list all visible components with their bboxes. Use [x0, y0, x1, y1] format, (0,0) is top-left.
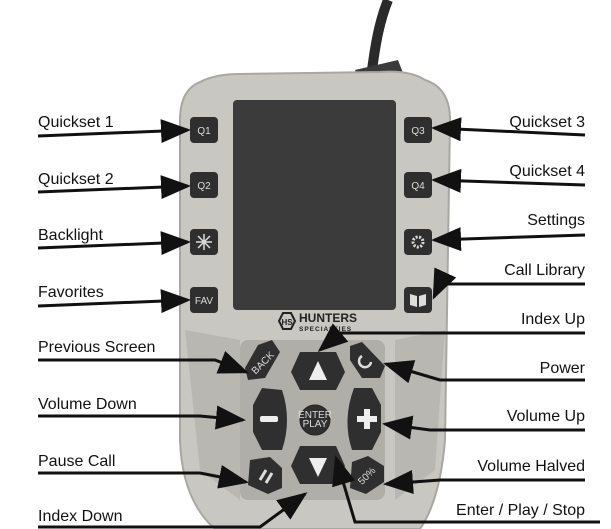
volume-halved-button[interactable]: 50%: [350, 456, 384, 494]
antenna: [367, 0, 393, 71]
backlight-icon: [196, 234, 212, 250]
quickset-4-button[interactable]: Q4: [404, 172, 432, 198]
svg-text:ENTER: ENTER: [298, 410, 332, 421]
label-quickset-1: Quickset 1: [38, 114, 114, 131]
index-down-button[interactable]: [291, 446, 345, 484]
power-icon: [357, 354, 373, 369]
quickset-2-button[interactable]: Q2: [190, 172, 218, 198]
quickset-1-button[interactable]: Q1: [190, 117, 218, 143]
up-arrow-icon: [309, 361, 327, 380]
svg-text:Q2: Q2: [197, 181, 211, 192]
label-quickset-2: Quickset 2: [38, 171, 114, 188]
svg-text:FAV: FAV: [195, 296, 213, 307]
svg-text:PLAY: PLAY: [303, 419, 328, 430]
label-index-down: Index Down: [38, 508, 123, 525]
down-arrow-icon: [309, 458, 327, 477]
pause-icon: [258, 469, 274, 484]
label-call-library: Call Library: [504, 262, 585, 279]
label-favorites: Favorites: [38, 284, 104, 301]
label-power: Power: [539, 360, 585, 377]
svg-text:HS: HS: [281, 318, 293, 327]
quickset-3-button[interactable]: Q3: [404, 117, 432, 143]
label-quickset-4: Quickset 4: [509, 163, 585, 180]
screen: [233, 100, 396, 310]
backlight-button[interactable]: [190, 229, 218, 255]
back-button[interactable]: BACK: [245, 340, 280, 380]
label-settings: Settings: [527, 212, 585, 229]
book-icon: [410, 294, 426, 307]
label-index-up: Index Up: [520, 311, 585, 328]
volume-down-button[interactable]: [253, 388, 287, 450]
label-quickset-3: Quickset 3: [509, 114, 585, 131]
brand-logo: HS HUNTERS SPECIALTIES: [277, 311, 357, 333]
settings-button[interactable]: [404, 229, 432, 255]
label-previous-screen: Previous Screen: [38, 339, 156, 356]
label-volume-up: Volume Up: [506, 408, 585, 425]
index-up-button[interactable]: [291, 352, 345, 390]
svg-text:Q4: Q4: [411, 181, 425, 192]
volume-up-button[interactable]: [347, 388, 381, 450]
label-enter-play-stop: Enter / Play / Stop: [456, 502, 585, 519]
minus-icon: [260, 416, 278, 422]
pause-button[interactable]: [248, 457, 282, 494]
label-backlight: Backlight: [38, 227, 103, 244]
plus-icon: [357, 409, 377, 429]
svg-text:Q1: Q1: [197, 126, 211, 137]
gear-icon: [411, 235, 425, 249]
leader-arrows: [37, 117, 600, 529]
label-pause-call: Pause Call: [38, 453, 116, 470]
svg-text:HUNTERS: HUNTERS: [299, 311, 357, 325]
call-library-button[interactable]: [404, 287, 432, 313]
label-volume-halved: Volume Halved: [477, 458, 585, 475]
power-button[interactable]: [350, 342, 385, 378]
label-volume-down: Volume Down: [38, 396, 137, 413]
svg-text:Q3: Q3: [411, 126, 425, 137]
favorites-button[interactable]: FAV: [190, 287, 218, 313]
